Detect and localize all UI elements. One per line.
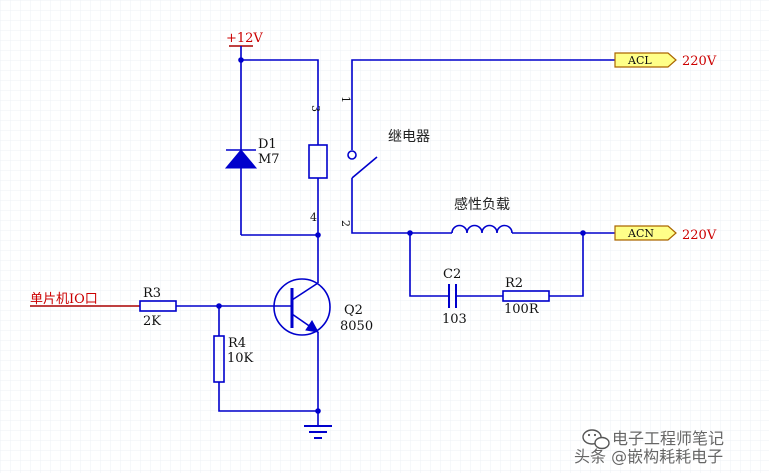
relay-contacts: 1 2 继电器 — [339, 59, 615, 234]
port-acl-name: ACL — [627, 54, 652, 67]
transistor-q2: Q2 8050 — [273, 235, 373, 411]
contact-pin-bottom: 2 — [339, 220, 352, 227]
contact-pin-top: 1 — [339, 96, 352, 103]
port-acl-voltage: 220V — [682, 54, 717, 69]
c2-value: 103 — [442, 312, 467, 327]
ground-symbol — [304, 411, 332, 439]
relay-coil: 3 4 — [308, 105, 328, 235]
coil-pin-bottom: 4 — [310, 211, 317, 224]
q2-value: 8050 — [340, 319, 373, 334]
d1-value: M7 — [258, 152, 280, 167]
watermark-line1: 电子工程师笔记 — [612, 429, 724, 448]
watermark: 电子工程师笔记 头条 @嵌构耗耗电子 — [574, 429, 724, 466]
inductor-load: 感性负载 — [406, 196, 615, 234]
r4-designator: R4 — [228, 336, 246, 351]
c2-designator: C2 — [443, 267, 461, 282]
r2-value: 100R — [504, 302, 540, 317]
resistor-r4: R4 10K — [213, 306, 318, 412]
d1-designator: D1 — [258, 137, 277, 152]
load-label: 感性负载 — [454, 196, 510, 213]
top-rail-wire — [241, 59, 319, 145]
input-label: 单片机IO口 — [30, 292, 98, 307]
input-signal: 单片机IO口 — [30, 292, 140, 307]
port-acn: ACN 220V — [614, 225, 717, 243]
q2-designator: Q2 — [344, 303, 363, 318]
port-acn-voltage: 220V — [682, 228, 717, 243]
r3-value: 2K — [143, 314, 161, 329]
port-acl: ACL 220V — [614, 52, 717, 69]
wechat-icon — [582, 429, 610, 450]
snubber-network: C2 103 R2 100R — [409, 233, 584, 327]
coil-pin-top: 3 — [309, 105, 322, 112]
port-acn-name: ACN — [627, 227, 654, 240]
r2-designator: R2 — [505, 276, 523, 291]
relay-title: 继电器 — [388, 129, 430, 145]
vcc-label: +12V — [226, 31, 263, 46]
resistor-r3: R3 2K — [139, 286, 292, 329]
diode-d1: D1 M7 — [224, 60, 280, 235]
watermark-line2: 头条 @嵌构耗耗电子 — [574, 447, 723, 466]
r4-value: 10K — [227, 351, 254, 366]
r3-designator: R3 — [143, 286, 161, 301]
vcc-symbol: +12V — [226, 31, 263, 60]
